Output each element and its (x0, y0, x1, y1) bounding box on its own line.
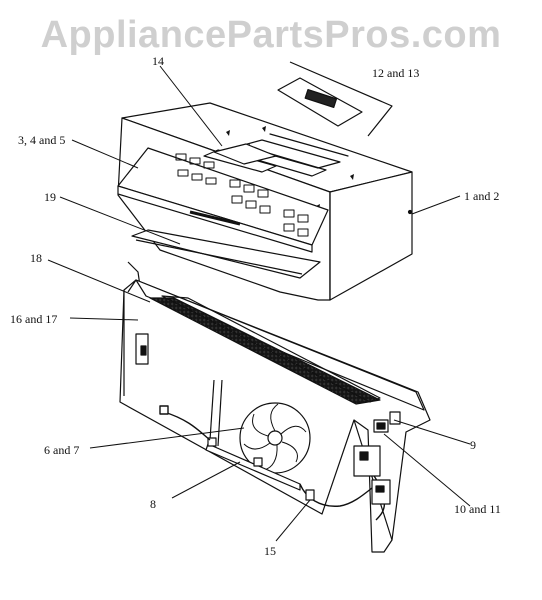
callout-6-and-7: 6 and 7 (44, 443, 80, 457)
callout-18: 18 (30, 251, 42, 265)
callout-12-and-13: 12 and 13 (372, 66, 420, 80)
side-panel-part (135, 333, 149, 365)
watermark-logo: AppliancePartsPros.com (40, 14, 502, 56)
callout-16-and-17: 16 and 17 (10, 312, 58, 326)
light-lens-part (131, 229, 321, 279)
blower-fan-part (209, 379, 311, 474)
grease-filter-part (149, 295, 381, 405)
callout-3-4-and-5: 3, 4 and 5 (18, 133, 66, 147)
fan-mount-rail-part (205, 437, 301, 491)
light-diffuser-part (213, 143, 277, 165)
callout-8: 8 (150, 497, 156, 511)
callout-1-and-2: 1 and 2 (464, 189, 500, 203)
callout-10-and-11: 10 and 11 (454, 502, 501, 516)
callout-15: 15 (264, 544, 276, 558)
cord-clip-part (305, 489, 315, 501)
callout-14: 14 (152, 54, 164, 68)
callout-9: 9 (470, 438, 476, 452)
callout-19: 19 (44, 190, 56, 204)
control-bracket-part (277, 61, 393, 137)
control-panel-part (117, 147, 329, 253)
leader-lines (47, 65, 471, 542)
switch-block-part (353, 411, 401, 505)
